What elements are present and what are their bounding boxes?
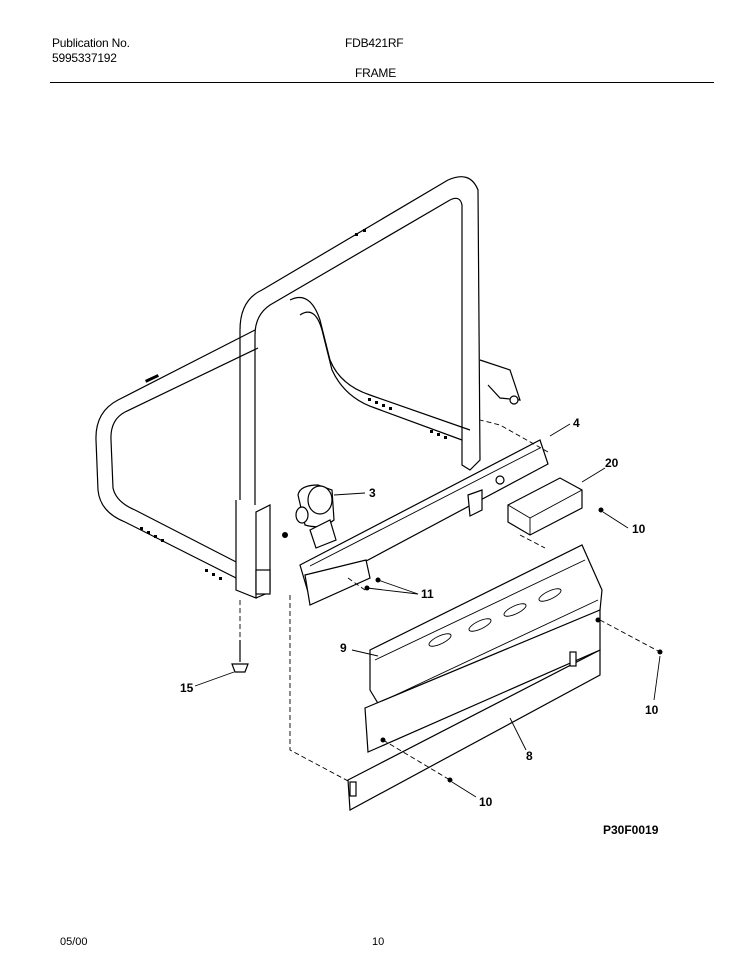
callout-20: 20 — [605, 456, 619, 470]
publication-label: Publication No. — [52, 36, 130, 50]
callout-11: 11 — [421, 587, 434, 601]
callout-10-b: 10 — [645, 703, 659, 717]
header-rule — [50, 82, 714, 83]
frame-assembly — [95, 176, 521, 599]
callout-3: 3 — [369, 486, 376, 500]
panel-part-9 — [369, 544, 603, 721]
toe-panel-part-8 — [347, 609, 601, 811]
front-rail-part-4 — [299, 439, 549, 606]
screw-part-15 — [231, 600, 249, 673]
valve-part-3 — [282, 484, 337, 549]
page-number: 10 — [372, 936, 385, 948]
callout-4: 4 — [573, 416, 580, 430]
screws — [364, 507, 663, 783]
bracket-part-20 — [507, 477, 583, 536]
section-title: FRAME — [355, 66, 397, 80]
drawing-reference: P30F0019 — [603, 823, 659, 837]
callout-15: 15 — [180, 681, 194, 695]
callout-8: 8 — [526, 749, 533, 763]
callout-10-c: 10 — [479, 795, 493, 809]
callout-10-a: 10 — [632, 522, 646, 536]
model-number: FDB421RF — [345, 36, 404, 50]
callout-9: 9 — [340, 641, 347, 655]
callout-leaders — [194, 423, 661, 798]
footer-date: 05/00 — [60, 936, 88, 948]
callout-labels: 3 4 20 10 11 9 15 10 8 10 — [180, 416, 659, 809]
publication-number: 5995337192 — [52, 51, 117, 65]
assembly-guide-lines — [289, 419, 661, 783]
